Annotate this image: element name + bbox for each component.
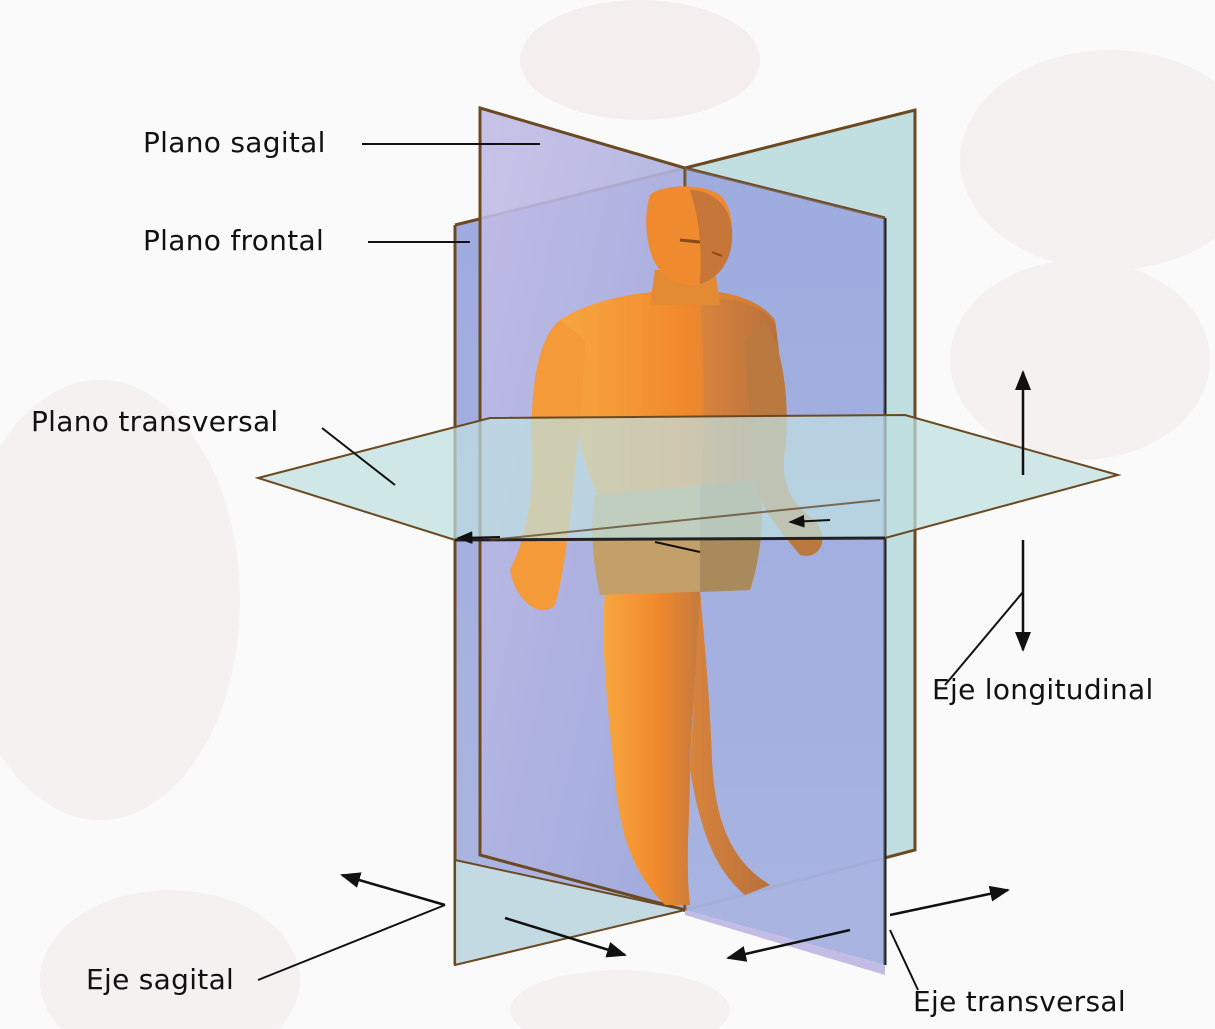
sagittal-axis-arrow bbox=[342, 875, 445, 905]
label-longitudinal-axis: Eje longitudinal bbox=[932, 673, 1154, 706]
label-sagittal-plane: Plano sagital bbox=[143, 126, 326, 159]
label-transverse-plane: Plano transversal bbox=[31, 405, 279, 438]
transverse-axis-arrow bbox=[890, 890, 1008, 915]
label-sagittal-axis: Eje sagital bbox=[86, 963, 234, 996]
label-frontal-plane: Plano frontal bbox=[143, 224, 324, 257]
label-transverse-axis: Eje transversal bbox=[913, 985, 1126, 1018]
